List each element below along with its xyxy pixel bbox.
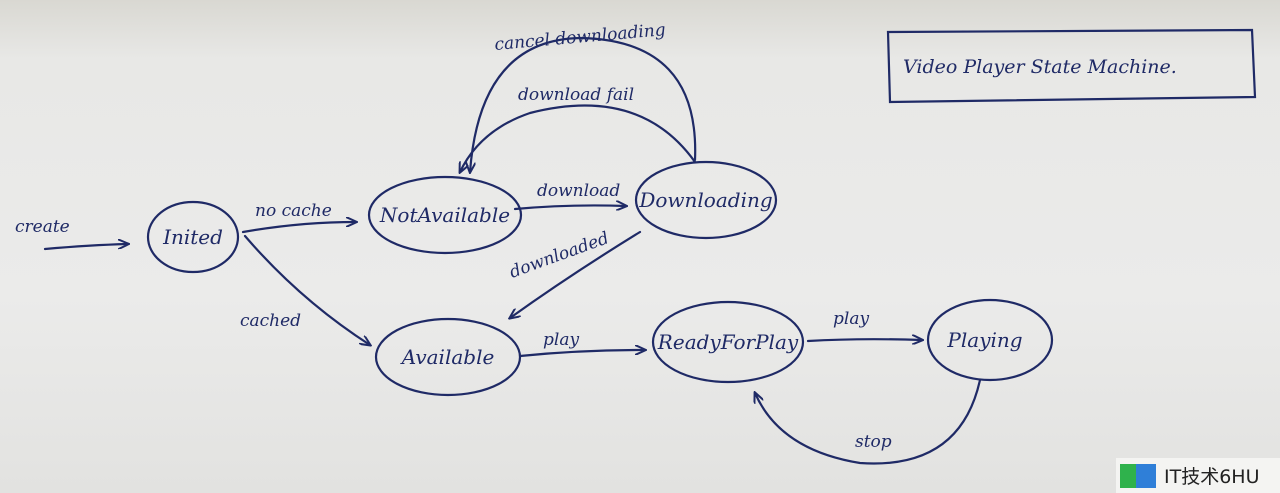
arrow-cached (243, 234, 370, 345)
state-ready-for-play (651, 300, 805, 384)
state-downloading (634, 160, 778, 240)
arrow-no-cache (241, 222, 356, 234)
arrow-cancel-downloading (470, 36, 697, 172)
arrow-play-available (518, 350, 645, 358)
arrow-download-fail (460, 104, 697, 172)
state-playing (926, 298, 1054, 382)
label-create: create (15, 217, 70, 237)
watermark-logo-icon (1120, 463, 1156, 488)
label-stop: stop (855, 432, 892, 452)
state-available-label: Available (400, 345, 495, 369)
label-no-cache: no cache (255, 201, 332, 221)
label-downloaded: downloaded (507, 228, 612, 282)
arrow-play-ready (806, 339, 922, 341)
label-play-ready: play (833, 309, 869, 329)
state-playing-label: Playing (946, 328, 1022, 352)
state-inited (146, 200, 240, 274)
label-download-fail: download fail (518, 85, 634, 105)
watermark-text: IT技术6HU (1164, 466, 1260, 488)
arrow-create (43, 244, 128, 251)
label-play-available: play (543, 330, 579, 350)
arrow-download (513, 205, 626, 209)
arrow-stop (755, 378, 982, 465)
title-box (886, 28, 1257, 104)
diagram-title: Video Player State Machine. (903, 56, 1177, 78)
watermark: IT技术6HU (1116, 458, 1280, 493)
state-not-available-label: NotAvailable (379, 203, 510, 227)
state-ready-for-play-label: ReadyForPlay (657, 330, 799, 354)
label-cached: cached (240, 311, 301, 331)
state-downloading-label: Downloading (638, 188, 772, 212)
state-inited-label: Inited (162, 225, 223, 249)
state-not-available (367, 175, 523, 255)
arrow-downloaded (510, 230, 642, 318)
label-download: download (537, 181, 620, 201)
